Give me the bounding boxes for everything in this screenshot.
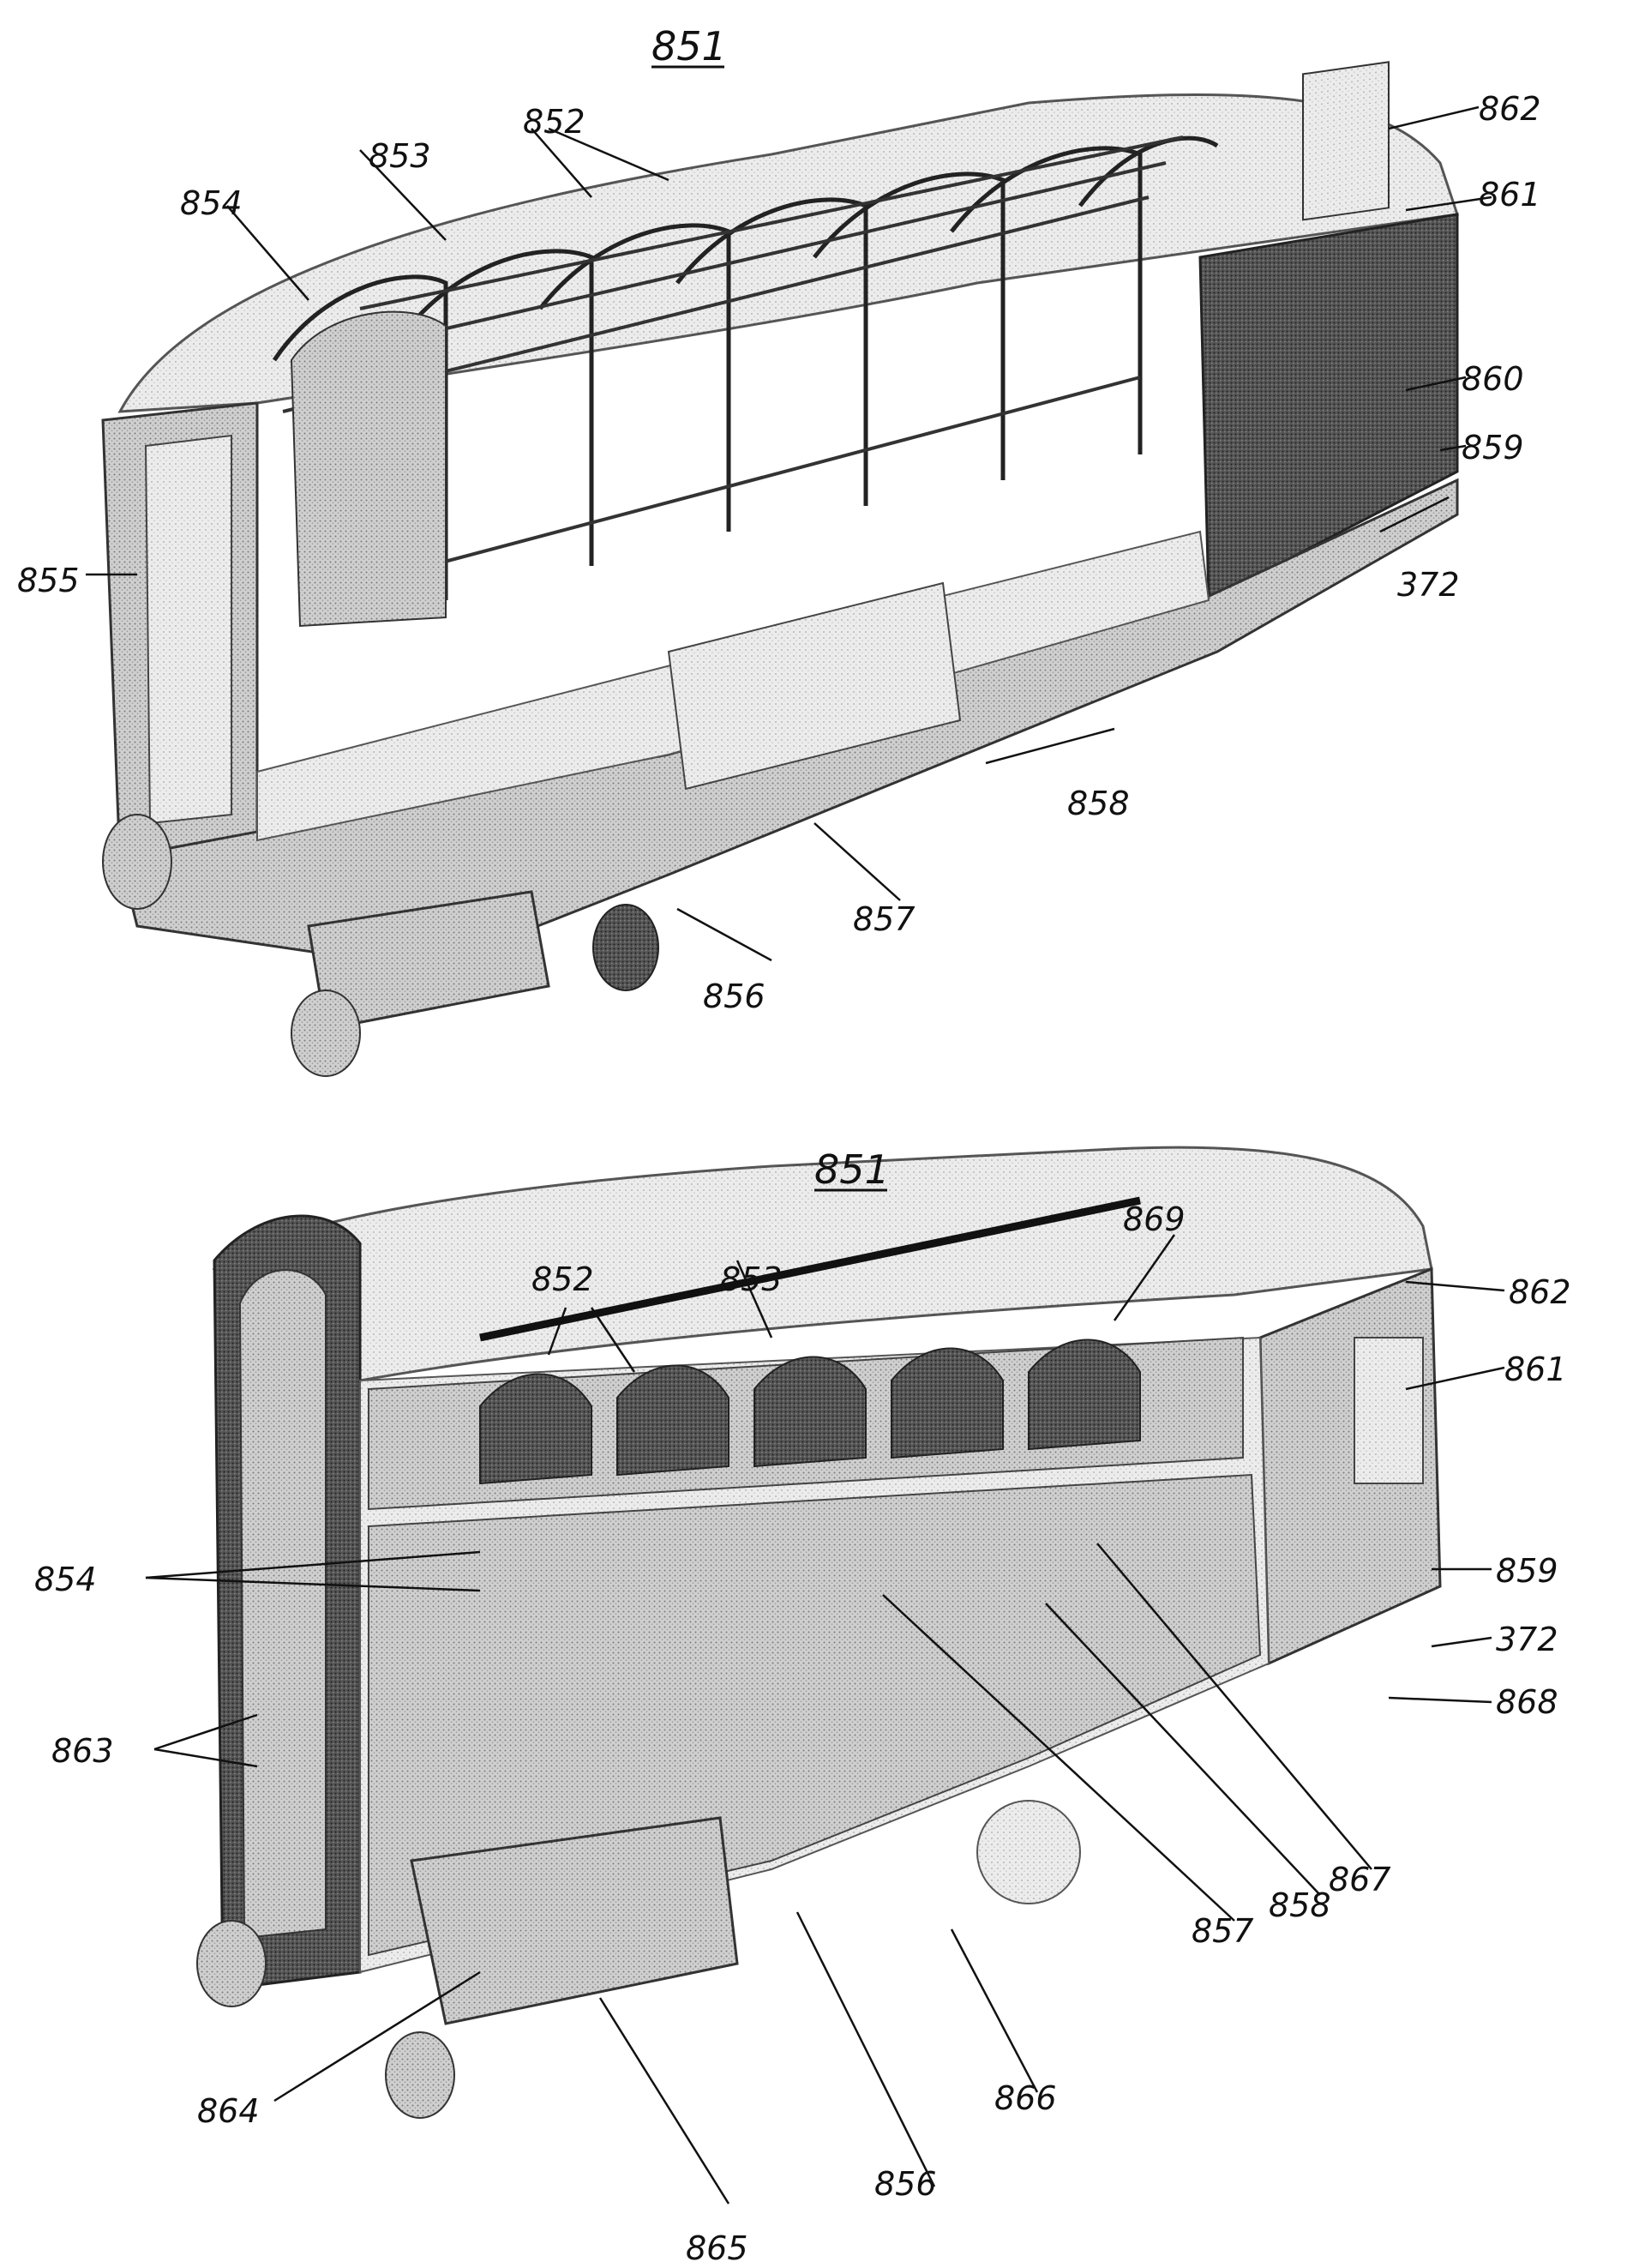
buffer-left [196, 1920, 267, 2007]
label-853: 853 [720, 1260, 783, 1298]
label-372: 372 [1397, 566, 1460, 604]
label-864: 864 [197, 2092, 260, 2130]
label-857: 857 [1192, 1912, 1254, 1950]
label-858: 858 [1269, 1886, 1331, 1924]
roof-longitudinal-bar [479, 1196, 1141, 1342]
label-859: 859 [1462, 429, 1524, 466]
label-854: 854 [180, 184, 243, 222]
labels-top: 851 852 853 854 855 856 857 858 859 860 861 862 372 [17, 23, 1541, 1015]
inner-compartment [290, 310, 447, 628]
label-854: 854 [34, 1561, 97, 1598]
leader-lines-top [86, 105, 1492, 962]
end-wall-door [238, 1269, 327, 1940]
label-853: 853 [369, 137, 431, 175]
label-860: 860 [1462, 360, 1524, 398]
label-858: 858 [1067, 785, 1130, 822]
cylinder-tank [592, 904, 659, 991]
side-window [1354, 1337, 1424, 1484]
label-867: 867 [1329, 1861, 1391, 1898]
label-856: 856 [703, 978, 765, 1015]
label-862: 862 [1509, 1273, 1571, 1311]
side-window [1302, 61, 1390, 221]
label-859: 859 [1496, 1552, 1558, 1590]
label-855: 855 [17, 562, 80, 599]
label-869: 869 [1123, 1200, 1186, 1238]
labels-bottom: 851 852 853 854 856 857 858 859 861 862 863 864 865 8… [34, 1146, 1571, 2267]
label-865: 865 [686, 2229, 748, 2265]
label-868: 868 [1496, 1683, 1558, 1721]
label-852: 852 [523, 103, 585, 141]
buffer-front [385, 2031, 455, 2119]
label-851-figure-number: 851 [814, 1146, 890, 1193]
side-wall-right [1198, 213, 1459, 603]
label-851-figure-number: 851 [651, 23, 727, 69]
center-tank [667, 581, 962, 791]
label-852: 852 [531, 1260, 594, 1298]
buffer-front [291, 990, 361, 1077]
label-372: 372 [1496, 1621, 1558, 1658]
label-866: 866 [994, 2079, 1057, 2117]
leader-lines-bottom [145, 1234, 1505, 2205]
label-861: 861 [1504, 1351, 1567, 1388]
buffer-left [102, 814, 172, 910]
figure-top-vehicle-frame-cutaway [86, 61, 1492, 1077]
end-wall-door [144, 434, 232, 825]
label-856: 856 [874, 2165, 937, 2203]
label-857: 857 [853, 900, 916, 938]
bogie-front [410, 1816, 739, 2025]
upper-seats [479, 1339, 1141, 1485]
figure-bottom-vehicle-interior-cutaway [145, 1146, 1505, 2205]
label-863: 863 [51, 1732, 114, 1770]
wheel-set [976, 1800, 1081, 1904]
label-861: 861 [1479, 176, 1541, 214]
label-862: 862 [1479, 90, 1541, 128]
